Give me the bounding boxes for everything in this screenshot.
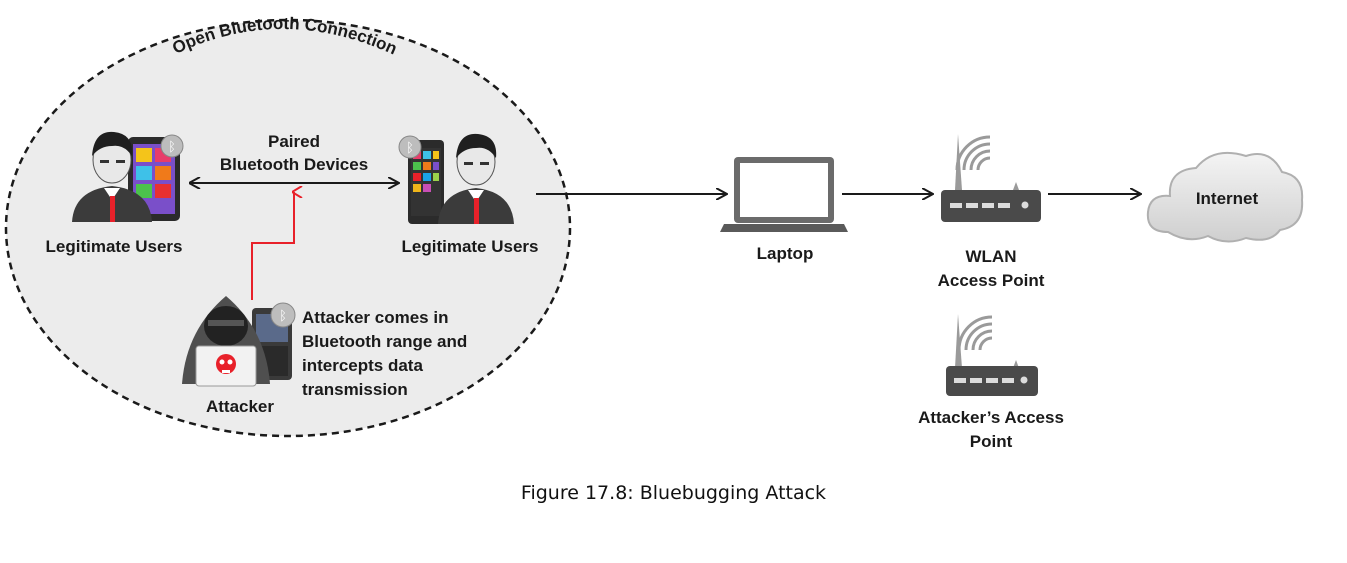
- attacker-access-point-label: Attacker’s Access: [918, 408, 1064, 427]
- attacker-note-line-2: Bluetooth range and: [302, 332, 467, 351]
- laptop-label: Laptop: [757, 244, 814, 263]
- laptop-icon: [720, 157, 848, 232]
- attacker-icon: ᛒ: [182, 296, 296, 387]
- figure-caption: Figure 17.8: Bluebugging Attack: [520, 482, 827, 504]
- legitimate-user-left-label: Legitimate Users: [46, 237, 183, 256]
- attack-arrow: [251, 192, 294, 300]
- attacker-note-line-4: transmission: [302, 380, 408, 399]
- attacker-label: Attacker: [206, 397, 274, 416]
- paired-label-2: Bluetooth Devices: [220, 155, 368, 174]
- attacker-access-point-icon: [946, 314, 1038, 396]
- wlan-label: WLAN: [966, 247, 1017, 266]
- legitimate-user-right-label: Legitimate Users: [402, 237, 539, 256]
- legitimate-user-left-icon: ᛒ: [72, 131, 184, 222]
- internet-label: Internet: [1196, 189, 1259, 208]
- svg-text:ᛒ: ᛒ: [406, 141, 414, 156]
- attacker-access-point-label-2: Point: [970, 432, 1013, 451]
- attacker-note-line-1: Attacker comes in: [302, 308, 448, 327]
- svg-text:ᛒ: ᛒ: [279, 309, 287, 324]
- paired-label: Paired: [268, 132, 320, 151]
- svg-text:ᛒ: ᛒ: [168, 140, 176, 155]
- wlan-router-icon: [941, 134, 1041, 222]
- attacker-note-line-3: intercepts data: [302, 356, 423, 375]
- wlan-label-2: Access Point: [938, 271, 1045, 290]
- bluetooth-zone-ellipse: [4, 18, 572, 438]
- internet-cloud-icon: [1146, 152, 1304, 243]
- legitimate-user-right-icon: ᛒ: [398, 133, 514, 224]
